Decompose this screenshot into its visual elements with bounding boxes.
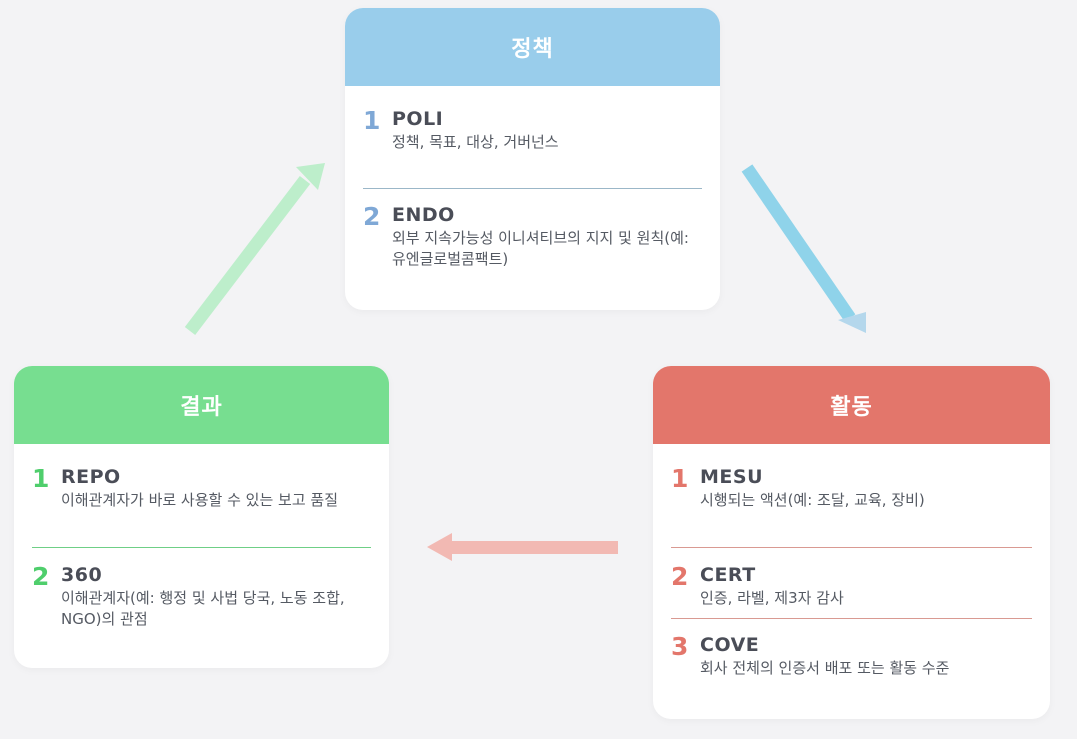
action-header: 활동 (653, 366, 1050, 444)
item-number: 2 (671, 562, 689, 591)
result-item-2: 2 360 이해관계자(예: 행정 및 사법 당국, 노동 조합, NGO)의 … (14, 562, 389, 642)
divider (671, 547, 1032, 548)
result-item-1: 1 REPO 이해관계자가 바로 사용할 수 있는 보고 품질 (14, 464, 389, 534)
item-description: 외부 지속가능성 이니셔티브의 지지 및 원칙(예: 유엔글로벌콤팩트) (392, 229, 689, 268)
item-code: POLI (392, 108, 444, 130)
item-description: 인증, 라벨, 제3자 감사 (700, 589, 844, 607)
item-number: 2 (32, 562, 50, 591)
item-code: COVE (700, 634, 760, 656)
item-code: 360 (61, 564, 103, 586)
item-description: 회사 전체의 인증서 배포 또는 활동 수준 (700, 659, 950, 677)
item-number: 1 (32, 464, 50, 493)
result-header: 결과 (14, 366, 389, 444)
item-description: 정책, 목표, 대상, 거버넌스 (392, 133, 559, 151)
action-item-2: 2 CERT 인증, 라벨, 제3자 감사 (653, 562, 1050, 612)
item-number: 2 (363, 202, 381, 231)
policy-card: 정책 1 POLI 정책, 목표, 대상, 거버넌스 2 ENDO 외부 지속가… (345, 8, 720, 310)
arrow-policy-to-action (741, 164, 866, 333)
policy-header: 정책 (345, 8, 720, 86)
result-card: 결과 1 REPO 이해관계자가 바로 사용할 수 있는 보고 품질 2 360… (14, 366, 389, 668)
item-number: 1 (671, 464, 689, 493)
item-number: 1 (363, 106, 381, 135)
action-item-1: 1 MESU 시행되는 액션(예: 조달, 교육, 장비) (653, 464, 1050, 524)
arrow-action-to-result (427, 533, 618, 561)
action-item-3: 3 COVE 회사 전체의 인증서 배포 또는 활동 수준 (653, 632, 1050, 682)
policy-item-1: 1 POLI 정책, 목표, 대상, 거버넌스 (345, 106, 720, 166)
divider (32, 547, 371, 548)
divider (671, 618, 1032, 619)
item-code: MESU (700, 466, 763, 488)
item-description: 시행되는 액션(예: 조달, 교육, 장비) (700, 491, 925, 509)
item-code: REPO (61, 466, 121, 488)
item-code: ENDO (392, 204, 455, 226)
arrow-result-to-policy (184, 163, 325, 335)
item-number: 3 (671, 632, 689, 661)
action-card: 활동 1 MESU 시행되는 액션(예: 조달, 교육, 장비) 2 CERT … (653, 366, 1050, 719)
item-description: 이해관계자(예: 행정 및 사법 당국, 노동 조합, NGO)의 관점 (61, 589, 345, 628)
policy-item-2: 2 ENDO 외부 지속가능성 이니셔티브의 지지 및 원칙(예: 유엔글로벌콤… (345, 202, 720, 282)
item-code: CERT (700, 564, 756, 586)
divider (363, 188, 702, 189)
item-description: 이해관계자가 바로 사용할 수 있는 보고 품질 (61, 491, 339, 509)
